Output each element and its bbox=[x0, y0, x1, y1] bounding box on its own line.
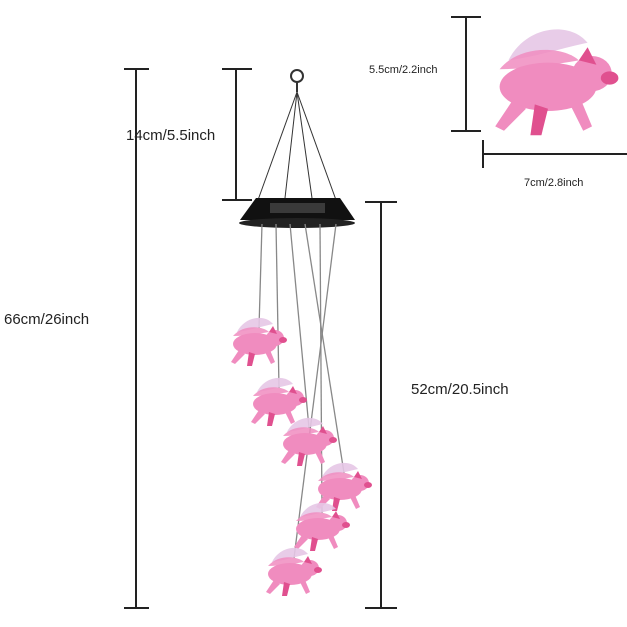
hook-length-label: 14cm/5.5inch bbox=[126, 127, 216, 144]
flying-pig-pendant bbox=[281, 417, 337, 466]
chime-string bbox=[258, 223, 263, 329]
pig-width-label: 7cm/2.8inch bbox=[524, 177, 584, 189]
flying-pig-pendants bbox=[231, 317, 372, 596]
chime-strings bbox=[258, 223, 345, 559]
total-length-label: 66cm/26inch bbox=[4, 311, 90, 328]
pig-width-bracket bbox=[482, 140, 627, 168]
flying-pig-closeup bbox=[495, 29, 619, 136]
hanging-hook bbox=[257, 69, 337, 201]
pig-height-bracket bbox=[451, 16, 481, 132]
hook-length-bracket bbox=[222, 68, 252, 201]
total-length-bracket bbox=[124, 68, 149, 609]
flying-pig-pendant bbox=[294, 502, 350, 551]
flying-pig-pendant bbox=[231, 317, 287, 366]
chime-string bbox=[275, 223, 280, 389]
flying-pig-pendant bbox=[316, 462, 372, 511]
chain-length-label: 52cm/20.5inch bbox=[411, 381, 509, 398]
chime-string bbox=[304, 223, 345, 474]
chime-string bbox=[319, 223, 323, 514]
flying-pig-pendant bbox=[266, 547, 322, 596]
pig-height-label: 5.5cm/2.2inch bbox=[369, 64, 438, 76]
flying-pig-pendant bbox=[251, 377, 307, 426]
chime-string bbox=[293, 223, 337, 559]
solar-panel-top bbox=[239, 198, 355, 228]
chain-length-bracket bbox=[365, 201, 397, 609]
chime-string bbox=[289, 223, 310, 429]
